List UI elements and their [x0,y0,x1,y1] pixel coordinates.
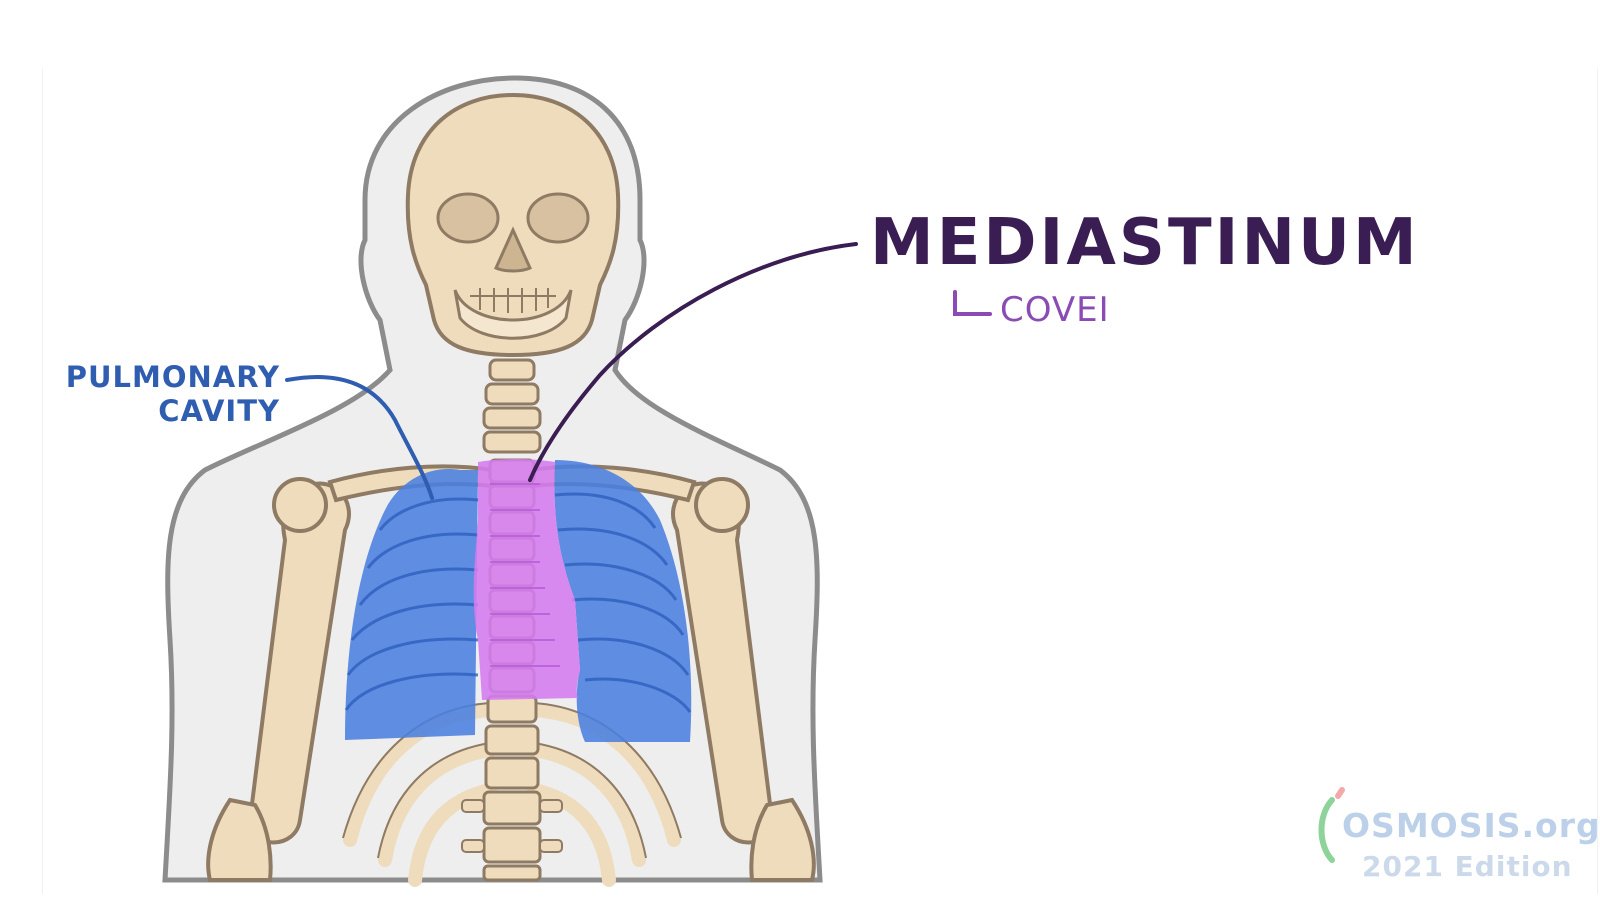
nasal-cavity [494,226,532,273]
shoulder-joints [272,477,750,533]
mediastinum-leader-line [528,242,858,482]
pulmonary-label-line2: CAVITY [158,394,280,428]
vertebral-processes [461,799,563,853]
covei-bracket [953,290,992,316]
left-lung[interactable] [345,469,478,740]
teeth [470,288,556,313]
pulmonary-leader-line [285,375,434,500]
mediastinum-vertebra-lines [490,483,560,667]
left-eye-socket [436,192,500,244]
osmosis-watermark: OSMOSIS.org [1342,806,1600,845]
cervical-spine [482,358,542,454]
mediastinum-label: MEDIASTINUM [870,206,1420,280]
pulmonary-label-line1: PULMONARY [65,360,280,394]
osmosis-logo-icon [1318,787,1345,863]
skull [405,92,621,358]
jaw [453,289,573,340]
rib-lines [344,492,692,713]
covei-label: COVEI [1000,290,1110,330]
frame-border [42,68,1598,894]
arm-bones [206,481,816,882]
right-eye-socket [526,192,590,244]
edition-watermark: 2021 Edition [1362,850,1573,883]
